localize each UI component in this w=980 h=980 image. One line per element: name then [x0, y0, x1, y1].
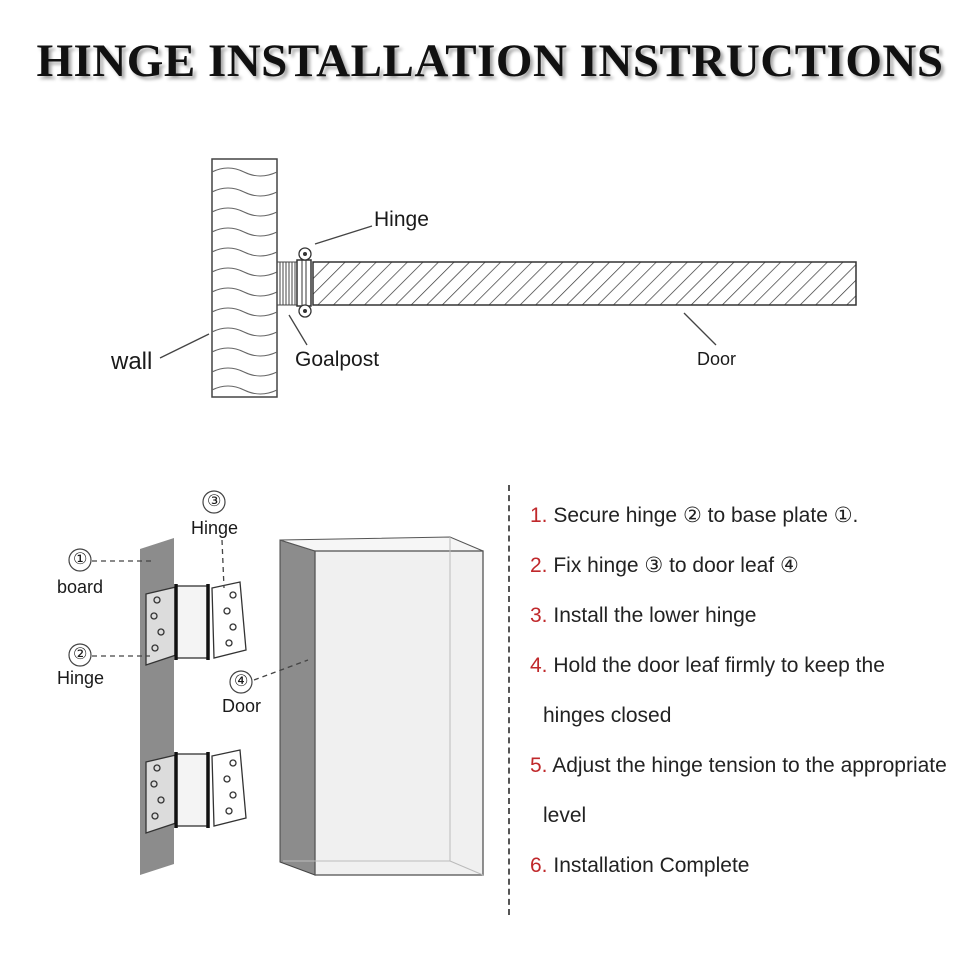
step-5: 5. Adjust the hinge tension to the appro…: [530, 754, 947, 827]
goalpost-block: [276, 261, 298, 306]
step-1: 1. Secure hinge ② to base plate ①.: [530, 504, 859, 527]
hinge-symbol: [296, 247, 312, 318]
bottom-leader-lines: [92, 539, 309, 681]
installation-steps: 1. Secure hinge ② to base plate ①. 2. Fi…: [530, 503, 980, 903]
step-3: 3. Install the lower hinge: [530, 604, 757, 627]
top-leader-lines: [159, 225, 717, 359]
page-title: HINGE INSTALLATION INSTRUCTIONS: [36, 35, 944, 87]
dashed-divider: [508, 485, 510, 915]
goalpost-label: Goalpost: [295, 348, 380, 371]
lower-hinge: [145, 749, 247, 834]
hinge-3-label: Hinge: [191, 518, 239, 538]
door-label-bottom: Door: [222, 696, 262, 716]
upper-hinge: [145, 581, 247, 666]
door-leaf: [279, 536, 484, 876]
marker-circles: [68, 490, 253, 694]
marker-2: ②: [73, 646, 88, 663]
marker-4: ④: [234, 673, 249, 690]
wall-section: [211, 158, 278, 398]
wall-label: wall: [111, 348, 153, 375]
hinge-2-label: Hinge: [57, 668, 105, 688]
step-4: 4. Hold the door leaf firmly to keep the…: [530, 654, 885, 727]
marker-1: ①: [73, 551, 88, 568]
step-6: 6. Installation Complete: [530, 854, 750, 877]
hinge-label: Hinge: [374, 208, 429, 231]
door-section: [312, 261, 857, 306]
step-2: 2. Fix hinge ③ to door leaf ④: [530, 554, 799, 577]
marker-3: ③: [207, 493, 222, 510]
door-label-top: Door: [697, 349, 737, 369]
board-label: board: [57, 577, 104, 597]
